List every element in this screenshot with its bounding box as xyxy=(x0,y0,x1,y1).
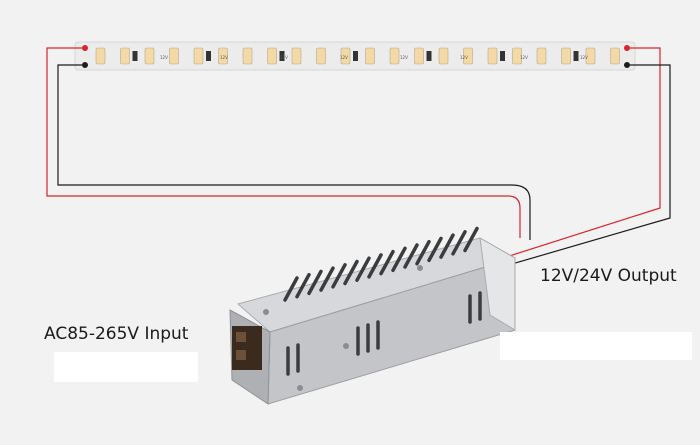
strip-voltage-mark: 12V xyxy=(520,55,528,60)
strip-voltage-mark: 12V xyxy=(160,55,168,60)
left-negative-pad xyxy=(82,62,88,68)
led-chip xyxy=(218,47,228,65)
screw-icon xyxy=(297,385,303,391)
wires xyxy=(46,47,671,267)
power-supply xyxy=(229,226,517,405)
resistor-chip xyxy=(500,51,505,61)
led-chip xyxy=(610,47,620,65)
vent-slot xyxy=(307,269,323,296)
terminal-screw xyxy=(236,350,246,360)
resistor-chip xyxy=(279,51,285,61)
resistor-chip xyxy=(426,51,432,61)
led-chip xyxy=(193,47,204,65)
vent-slot xyxy=(343,259,359,286)
terminal-screw xyxy=(236,332,246,342)
output-label: 12V/24V Output xyxy=(540,266,677,286)
input-label-blank-box xyxy=(54,352,198,382)
led-chip xyxy=(340,47,351,65)
led-chip xyxy=(463,47,473,65)
screw-icon xyxy=(343,343,349,349)
screw-icon xyxy=(263,309,269,315)
led-chip xyxy=(585,47,596,65)
vent-slot xyxy=(367,253,383,279)
vent-slot xyxy=(355,256,371,282)
led-chip xyxy=(169,47,179,65)
led-chip xyxy=(316,47,326,65)
left-black-wire xyxy=(57,64,531,240)
strip-voltage-mark: 12V xyxy=(580,55,588,60)
led-chip xyxy=(487,47,498,65)
led-chip xyxy=(561,47,571,65)
led-chip xyxy=(95,47,106,65)
led-chip xyxy=(512,47,522,65)
vent-slot xyxy=(451,230,467,256)
vent-slot xyxy=(415,239,431,266)
resistor-chip xyxy=(206,51,211,61)
right-positive-pad xyxy=(624,45,630,51)
left-positive-pad xyxy=(82,45,88,51)
resistor-chip xyxy=(132,51,138,61)
led-strip: 12V 12V 12V 12V 12V 12V 12V 12V xyxy=(74,41,636,71)
strip-voltage-mark: 12V xyxy=(460,55,468,60)
led-chip xyxy=(242,47,253,65)
vent-slot xyxy=(403,243,419,269)
vent-slot xyxy=(331,263,347,289)
voltage-marks: 12V 12V 12V 12V 12V 12V 12V 12V xyxy=(160,55,588,60)
resistor-chip xyxy=(573,51,579,61)
strip-voltage-mark: 12V xyxy=(220,55,228,60)
led-chip xyxy=(144,47,155,65)
psu-front-vents xyxy=(286,291,482,376)
led-chips xyxy=(95,47,620,65)
right-black-wire xyxy=(504,64,671,267)
led-chip xyxy=(365,47,375,65)
vent-slot xyxy=(295,272,311,299)
vent-slot xyxy=(391,246,407,273)
strip-voltage-mark: 12V xyxy=(400,55,408,60)
led-chip xyxy=(120,47,130,65)
vent-slot xyxy=(283,276,299,302)
right-red-wire xyxy=(502,47,661,259)
vent-slot xyxy=(427,236,443,263)
led-chip xyxy=(438,47,449,65)
led-chip xyxy=(267,47,277,65)
input-label: AC85-265V Input xyxy=(44,324,189,344)
screw-icon xyxy=(417,265,423,271)
vent-slot xyxy=(319,266,335,292)
vent-slot xyxy=(439,233,455,259)
right-negative-pad xyxy=(624,62,630,68)
psu-top-vents xyxy=(283,226,479,302)
led-chip xyxy=(536,47,547,65)
psu-right-end xyxy=(479,237,516,331)
led-chip xyxy=(291,47,302,65)
strip-voltage-mark: 12V xyxy=(280,55,288,60)
resistor-chip xyxy=(353,51,358,61)
vent-slot xyxy=(379,249,395,276)
led-chip xyxy=(389,47,400,65)
left-red-wire xyxy=(46,47,521,238)
vent-slot xyxy=(463,226,479,253)
strip-voltage-mark: 12V xyxy=(340,55,348,60)
led-chip xyxy=(414,47,424,65)
output-label-blank-box xyxy=(500,332,692,360)
